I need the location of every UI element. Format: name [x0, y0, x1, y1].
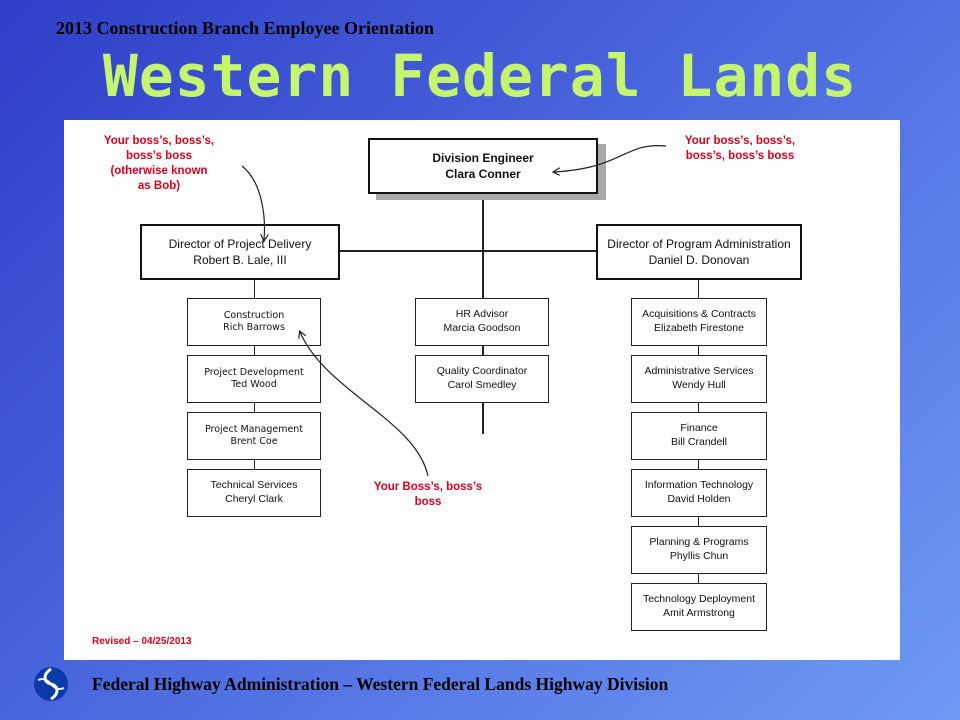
- unit-box-project-development: Project Development Ted Wood: [187, 355, 321, 403]
- connector-line: [254, 278, 255, 298]
- box-title: Acquisitions & Contracts: [642, 308, 756, 321]
- box-name: Bill Crandell: [670, 436, 728, 448]
- box-name: Daniel D. Donovan: [648, 253, 750, 267]
- box-title: Technology Deployment: [642, 593, 756, 606]
- annotation-line: Your Boss’s, boss’s: [373, 481, 483, 493]
- box-title: HR Advisor: [455, 308, 509, 321]
- annotation-bottom: Your Boss’s, boss’s boss: [350, 480, 506, 510]
- box-name: Robert B. Lale, III: [193, 253, 287, 267]
- box-title: Finance: [680, 422, 718, 435]
- arrow-to-construction: [300, 332, 429, 477]
- box-title: Administrative Services: [644, 365, 754, 378]
- fhwa-logo-icon: [34, 667, 68, 701]
- unit-box-finance: Finance Bill Crandell: [631, 412, 767, 460]
- arrow-to-division-engineer: [554, 144, 667, 172]
- unit-box-technology-deployment: Technology Deployment Amit Armstrong: [631, 583, 767, 631]
- box-name: Wendy Hull: [672, 379, 726, 391]
- box-name: Ted Wood: [231, 379, 277, 390]
- box-name: Marcia Goodson: [443, 322, 521, 334]
- org-chart: Division Engineer Clara Conner Director …: [64, 120, 900, 660]
- revised-date: Revised – 04/25/2013: [92, 636, 192, 647]
- box-name: Clara Conner: [445, 167, 521, 181]
- box-name: David Holden: [667, 493, 731, 505]
- box-title: Director of Project Delivery: [168, 236, 312, 251]
- box-title: Technical Services: [210, 479, 298, 492]
- box-name: Brent Coe: [230, 436, 278, 447]
- box-title: Information Technology: [644, 479, 754, 492]
- division-engineer-box: Division Engineer Clara Conner: [368, 138, 598, 194]
- unit-box-technical-services: Technical Services Cheryl Clark: [187, 469, 321, 517]
- connector-line: [340, 250, 596, 252]
- box-title: Director of Program Administration: [607, 236, 791, 251]
- box-name: Carol Smedley: [447, 379, 517, 391]
- director-program-admin-box: Director of Program Administration Danie…: [596, 224, 802, 280]
- box-title: Quality Coordinator: [436, 365, 528, 378]
- box-name: Cheryl Clark: [225, 493, 283, 505]
- slide-subtitle: 2013 Construction Branch Employee Orient…: [56, 18, 434, 38]
- connector-line: [254, 346, 255, 469]
- annotation-right: Your boss’s, boss’s, boss’s, boss’s boss: [660, 134, 820, 164]
- box-name: Elizabeth Firestone: [654, 322, 744, 334]
- unit-box-information-technology: Information Technology David Holden: [631, 469, 767, 517]
- box-title: Project Management: [204, 423, 304, 435]
- annotation-line: Your boss’s, boss’s,: [684, 135, 796, 147]
- box-title: Planning & Programs: [649, 536, 749, 549]
- box-title: Project Development: [204, 366, 304, 378]
- annotation-line: boss: [414, 495, 442, 508]
- unit-box-planning-programs: Planning & Programs Phyllis Chun: [631, 526, 767, 574]
- annotation-arrows: [241, 144, 667, 477]
- slide-footer: Federal Highway Administration – Western…: [92, 674, 669, 694]
- unit-box-acquisitions-contracts: Acquisitions & Contracts Elizabeth Fires…: [631, 298, 767, 346]
- unit-box-project-management: Project Management Brent Coe: [187, 412, 321, 460]
- director-project-delivery-box: Director of Project Delivery Robert B. L…: [140, 224, 340, 280]
- unit-box-quality-coordinator: Quality Coordinator Carol Smedley: [415, 355, 549, 403]
- unit-box-hr-advisor: HR Advisor Marcia Goodson: [415, 298, 549, 346]
- box-title: Division Engineer: [432, 150, 534, 165]
- box-name: Rich Barrows: [223, 322, 285, 333]
- connector-line: [482, 278, 483, 298]
- connector-line: [698, 278, 699, 298]
- annotation-line: Your boss’s, boss’s,: [103, 135, 215, 147]
- annotation-line: boss’s, boss’s boss: [685, 149, 795, 162]
- box-title: Construction: [223, 309, 285, 321]
- box-name: Phyllis Chun: [669, 550, 729, 562]
- slide-title: Western Federal Lands: [102, 42, 858, 110]
- connector-line: [698, 346, 699, 584]
- annotation-line: boss’s boss: [125, 149, 193, 162]
- annotation-left: Your boss’s, boss’s, boss’s boss (otherw…: [84, 134, 234, 194]
- arrow-to-director-project-delivery: [241, 165, 264, 240]
- annotation-line: (otherwise known: [110, 164, 208, 177]
- box-name: Amit Armstrong: [663, 607, 735, 619]
- annotation-line: as Bob): [137, 179, 181, 192]
- unit-box-administrative-services: Administrative Services Wendy Hull: [631, 355, 767, 403]
